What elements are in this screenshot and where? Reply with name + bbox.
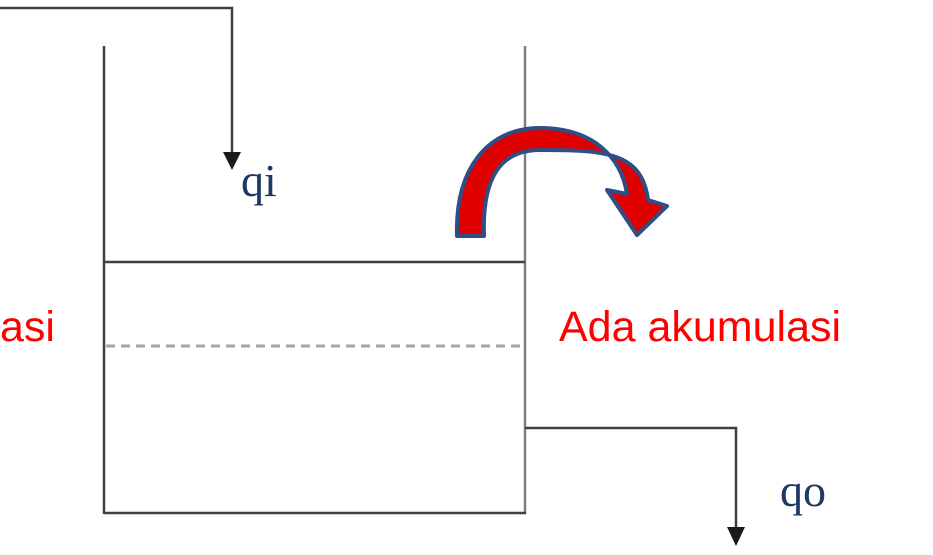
left-partial-label: asi [0, 303, 55, 351]
inflow-arrowhead-icon [223, 152, 241, 170]
inflow-label: qi [241, 155, 277, 206]
outflow-pipe [525, 426, 745, 546]
curved-arrow-fill [454, 126, 669, 238]
outflow-arrowhead-icon [727, 527, 745, 546]
outflow-line [525, 426, 738, 528]
accumulation-label: Ada akumulasi [559, 303, 841, 351]
inflow-line [0, 6, 234, 156]
outflow-label: qo [780, 465, 826, 516]
inflow-pipe [0, 6, 241, 170]
tank [102, 46, 527, 515]
curved-arrow-icon [454, 126, 669, 238]
